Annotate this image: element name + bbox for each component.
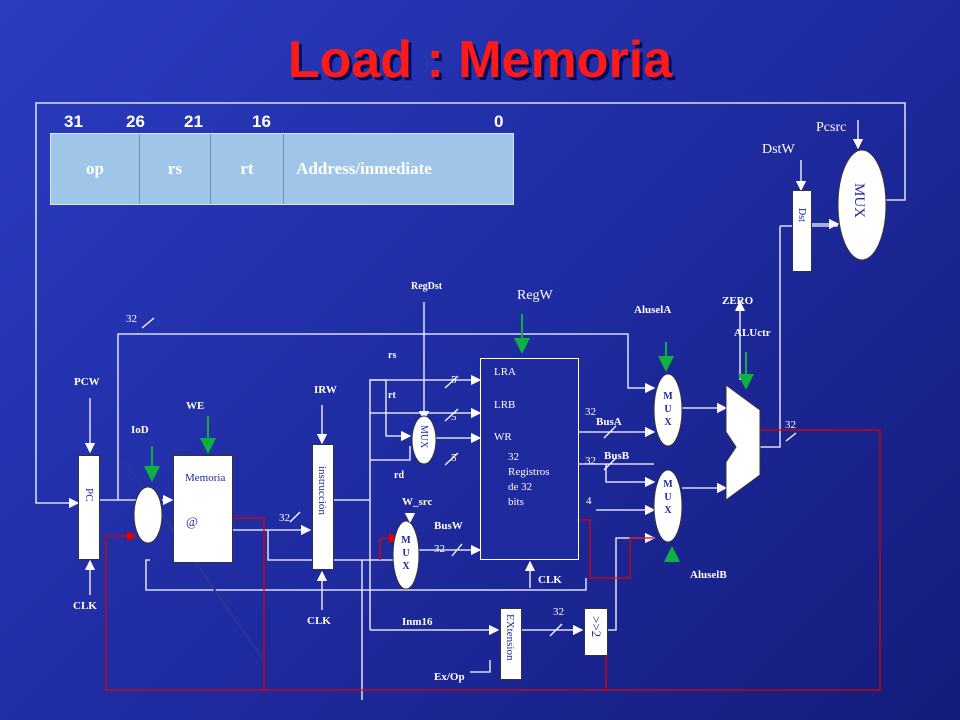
regw-label: RegW [517, 288, 553, 303]
register-file [480, 358, 579, 560]
busB-label: BusB [604, 450, 630, 462]
instruction-format: op rs rt Address/inmediate [50, 133, 514, 205]
rt-label: rt [388, 390, 396, 401]
memoria-address: @ [186, 514, 198, 529]
instruccion-label: instrucción [316, 466, 328, 515]
shift-block [584, 608, 608, 656]
instruccion-register [312, 444, 334, 570]
field-divider [210, 134, 211, 204]
field-rs: rs [167, 159, 183, 178]
aluselA-label: AluselA [634, 304, 672, 316]
width-busw: 32 [434, 543, 445, 555]
field-address: Address/inmediate [296, 159, 432, 178]
we-label: WE [186, 400, 205, 412]
field-divider [139, 134, 140, 204]
dst-block [792, 190, 812, 272]
bit-26: 26 [126, 112, 145, 131]
field-rt: rt [240, 159, 254, 178]
rd-label: rd [394, 470, 404, 481]
clk-reg-label: CLK [538, 574, 562, 586]
iod-label: IoD [131, 424, 149, 436]
clk-pc-label: CLK [73, 600, 97, 612]
extension-block [500, 608, 522, 680]
width-four: 4 [586, 495, 592, 507]
top-mux-label: MUX [851, 183, 867, 219]
memoria-block [173, 455, 233, 563]
bit-31: 31 [64, 112, 83, 131]
regdst-label: RegDst [411, 281, 443, 292]
width-pc-in: 32 [126, 313, 137, 325]
width-ext: 32 [553, 606, 564, 618]
reg-registros: Registros [508, 466, 550, 478]
shift-label: >>2 [589, 616, 604, 638]
aluctr-label: ALUctr [734, 327, 771, 339]
wsrc-label: W_src [402, 496, 433, 508]
exop-label: Ex/Op [434, 671, 465, 683]
width-rs: 5 [451, 374, 457, 386]
width-busB: 32 [585, 455, 596, 467]
extension-label: EXtension [504, 614, 516, 661]
reg-32: 32 [508, 451, 519, 463]
irw-label: IRW [314, 384, 337, 396]
busA-label: BusA [596, 416, 622, 428]
busw-label: BusW [434, 520, 463, 532]
dst-label: Dst [796, 208, 807, 222]
bit-16: 16 [252, 112, 271, 131]
pc-register [78, 455, 100, 560]
field-divider [283, 134, 284, 204]
reg-bits: bits [508, 496, 524, 508]
width-mem-out: 32 [279, 512, 290, 524]
rd-mux-label: MUX [418, 425, 429, 449]
aluselB-label: AluselB [690, 569, 727, 581]
bit-0: 0 [494, 112, 504, 131]
bit-21: 21 [184, 112, 203, 131]
field-op: op [86, 159, 104, 178]
width-busA: 32 [585, 406, 596, 418]
zero-label: ZERO [722, 295, 754, 307]
inm16-label: Inm16 [402, 616, 433, 628]
clk-ir-label: CLK [307, 615, 331, 627]
dstw-label: DstW [762, 142, 795, 157]
width-rd: 5 [451, 452, 457, 464]
pcw-label: PCW [74, 376, 100, 388]
reg-lrb: LRB [494, 399, 516, 411]
reg-wr: WR [494, 431, 512, 443]
rs-label: rs [388, 350, 397, 361]
pc-label: PC [83, 488, 95, 502]
width-rt: 5 [451, 411, 457, 423]
page-title: Load : Memoria [287, 31, 673, 89]
reg-de32: de 32 [508, 481, 533, 493]
pcsrc-label: Pcsrc [816, 120, 847, 135]
width-alu: 32 [785, 419, 796, 431]
memoria-label: Memoria [185, 472, 226, 484]
reg-lra: LRA [494, 366, 516, 378]
